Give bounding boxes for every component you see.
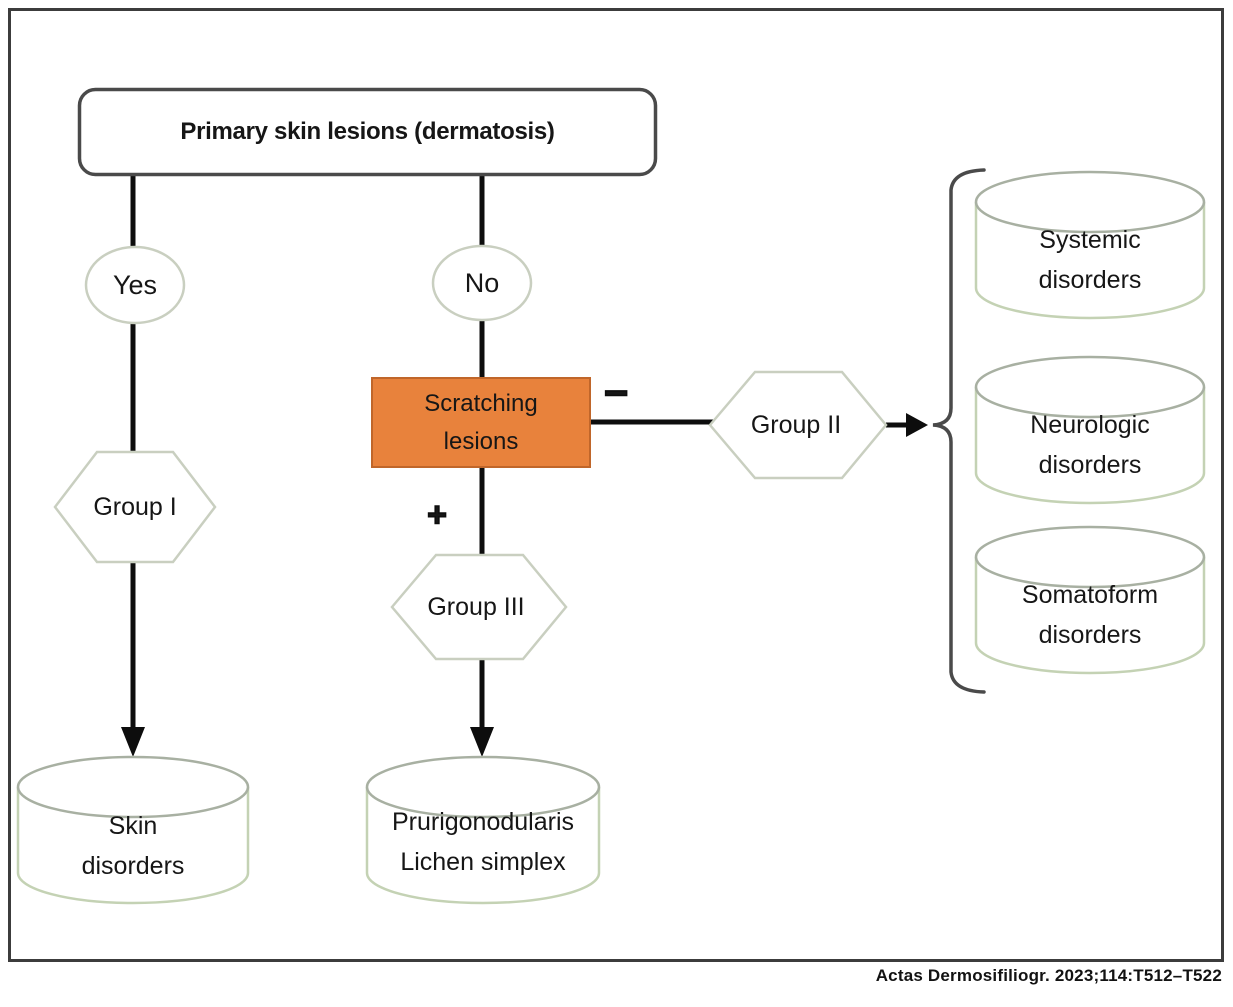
- no-oval: [431, 244, 533, 322]
- neurologic-line2: disorders: [1038, 451, 1142, 479]
- figure-frame: [8, 8, 1224, 962]
- group-brace: [932, 168, 986, 694]
- somatoform-line1: Somatoform: [1021, 581, 1159, 609]
- systemic-line1: Systemic: [1039, 226, 1141, 254]
- yes-oval: [84, 245, 186, 325]
- neurologic-cylinder-rim: [974, 355, 1206, 419]
- neurologic-line1: Neurologic: [1030, 411, 1150, 439]
- somatoform-disorders-label: Somatoform disorders: [980, 575, 1200, 655]
- scratching-line1: Scratching: [424, 389, 538, 417]
- somatoform-line2: disorders: [1038, 621, 1142, 649]
- prurigo-line1: Prurigonodularis: [391, 808, 575, 836]
- root-node-label: Primary skin lesions (dermatosis): [180, 117, 555, 145]
- group2-label: Group II: [750, 410, 842, 439]
- systemic-disorders-label: Systemic disorders: [980, 220, 1200, 300]
- group2-hexagon: [708, 370, 888, 480]
- group3-hexagon: [390, 553, 568, 661]
- scratching-line2: lesions: [443, 427, 519, 455]
- prurigo-line2: Lichen simplex: [400, 848, 566, 876]
- plus-sign: +: [426, 495, 447, 535]
- minus-sign: −: [603, 368, 629, 417]
- skin-cylinder-rim: [16, 755, 250, 819]
- yes-label: Yes: [112, 269, 158, 300]
- group1-hexagon: [53, 450, 217, 564]
- arrow-right-brace-icon: [906, 413, 928, 437]
- skin-line2: disorders: [81, 852, 185, 880]
- skin-cylinder-body: [16, 787, 250, 905]
- arrow-down-skin-icon: [121, 727, 145, 757]
- prurigo-cylinder-body: [365, 787, 601, 905]
- prurigo-cylinder-rim: [365, 755, 601, 819]
- root-node-box: [77, 87, 658, 177]
- systemic-cylinder-body: [974, 202, 1206, 320]
- group3-label: Group III: [427, 592, 525, 621]
- systemic-line2: disorders: [1038, 266, 1142, 294]
- scratching-lesions-box: [371, 377, 591, 468]
- journal-citation: Actas Dermosifiliogr. 2023;114:T512–T522: [875, 966, 1222, 985]
- neurologic-cylinder-body: [974, 387, 1206, 505]
- skin-disorders-label: Skin disorders: [23, 806, 243, 886]
- no-label: No: [464, 267, 500, 298]
- somatoform-cylinder-rim: [974, 525, 1206, 589]
- arrow-down-prurigo-icon: [470, 727, 494, 757]
- neurologic-disorders-label: Neurologic disorders: [980, 405, 1200, 485]
- prurigo-label: Prurigonodularis Lichen simplex: [363, 802, 603, 882]
- somatoform-cylinder-body: [974, 557, 1206, 675]
- scratching-lesions-label: Scratching lesions: [372, 378, 590, 467]
- skin-line1: Skin: [108, 812, 158, 840]
- group1-label: Group I: [93, 492, 177, 521]
- systemic-cylinder-rim: [974, 170, 1206, 234]
